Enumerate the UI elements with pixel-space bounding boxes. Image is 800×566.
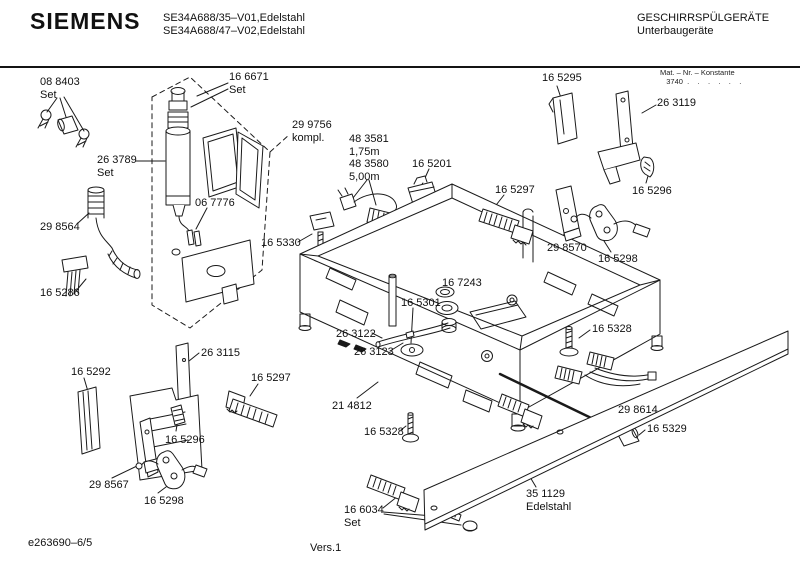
panel-mount-rail-drawing <box>498 394 542 429</box>
part-label-067776: 06 7776 <box>195 197 235 209</box>
part-label-263119: 26 3119 <box>657 97 696 109</box>
mat-nr-line2: 3740 . . . . . . <box>660 77 742 86</box>
part-label-165298_left: 16 5298 <box>144 495 184 507</box>
part-label-351129: 35 1129 Edelstahl <box>526 488 572 513</box>
model-numbers: SE34A688/35–V01,Edelstahl SE34A688/47–V0… <box>163 12 305 37</box>
part-351129-drawing <box>424 331 788 530</box>
part-263122-drawing <box>338 323 450 352</box>
part-label-298567: 29 8567 <box>89 479 129 491</box>
part-263119-drawing <box>598 91 640 184</box>
part-label-165296_left: 16 5296 <box>165 434 205 446</box>
part-298564-drawing <box>88 187 140 279</box>
part-label-167243: 16 7243 <box>442 277 482 289</box>
part-165295-drawing <box>549 93 577 144</box>
document-number: e263690–6/5 <box>28 537 93 549</box>
mat-nr-konstante: Mat. – Nr. – Konstante 3740 . . . . . . <box>660 68 741 86</box>
part-label-263123: 26 3123 <box>354 346 394 358</box>
part-165298-right-drawing <box>571 205 650 241</box>
kompl-boundary <box>152 77 290 328</box>
part-label-165297_left: 16 5297 <box>251 372 291 384</box>
part-165297-top-drawing <box>479 209 533 245</box>
header-divider <box>0 66 800 68</box>
part-298570-drawing <box>556 186 581 241</box>
part-165296-left-drawing <box>171 405 185 431</box>
part-label-263115: 26 3115 <box>201 347 240 359</box>
mat-nr-line1: Mat. – Nr. – Konstante <box>660 68 735 77</box>
part-165292-drawing <box>78 387 100 454</box>
part-165286-drawing <box>62 256 88 296</box>
part-label-165298_right: 16 5298 <box>598 253 638 265</box>
part-298614-drawing <box>500 352 656 446</box>
part-label-088403: 08 8403 Set <box>40 76 80 101</box>
part-label-165286: 16 5286 <box>40 287 80 299</box>
part-label-165328_right: 16 5328 <box>592 323 632 335</box>
part-label-263122: 26 3122 <box>336 328 376 340</box>
part-165301-drawing <box>401 344 423 356</box>
part-165298-left-drawing <box>136 451 207 489</box>
part-label-165329: 16 5329 <box>647 423 687 435</box>
part-214812-drawing <box>299 184 663 431</box>
part-167243-drawing <box>436 287 458 333</box>
part-088403-drawing <box>38 110 89 147</box>
part-label-214812: 21 4812 <box>332 400 372 412</box>
subcategory-line: Unterbaugeräte <box>637 25 714 37</box>
part-label-165201: 16 5201 <box>412 158 452 170</box>
category-line: GESCHIRRSPÜLGERÄTE <box>637 12 770 24</box>
part-165297-left-drawing <box>226 391 277 427</box>
part-label-483581: 48 3581 1,75m 48 3580 5,00m <box>349 133 389 183</box>
part-label-165328_center: 16 5328 <box>364 426 404 438</box>
part-label-165295: 16 5295 <box>542 72 582 84</box>
part-label-165297_top: 16 5297 <box>495 184 535 196</box>
part-label-298564: 29 8564 <box>40 221 80 233</box>
part-label-298570: 29 8570 <box>547 242 587 254</box>
part-label-263789: 26 3789 Set <box>97 154 137 179</box>
part-165296-right-drawing <box>641 157 654 177</box>
part-165328-center-drawing <box>403 413 419 442</box>
part-label-165292: 16 5292 <box>71 366 111 378</box>
part-label-298614: 29 8614 <box>618 404 658 416</box>
part-label-165330: 16 5330 <box>261 237 301 249</box>
siemens-logo: SIEMENS <box>30 8 141 34</box>
part-label-165301: 16 5301 <box>401 297 441 309</box>
part-263789-drawing <box>166 88 263 305</box>
part-label-166034: 16 6034 Set <box>344 504 384 529</box>
appliance-category: GESCHIRRSPÜLGERÄTE Unterbaugeräte <box>637 12 769 38</box>
version-label: Vers.1 <box>310 542 342 554</box>
part-165328-right-drawing <box>560 327 578 357</box>
part-label-299756: 29 9756 kompl. <box>292 119 332 144</box>
part-label-165296_right: 16 5296 <box>632 185 672 197</box>
part-label-166671: 16 6671 Set <box>229 71 269 96</box>
